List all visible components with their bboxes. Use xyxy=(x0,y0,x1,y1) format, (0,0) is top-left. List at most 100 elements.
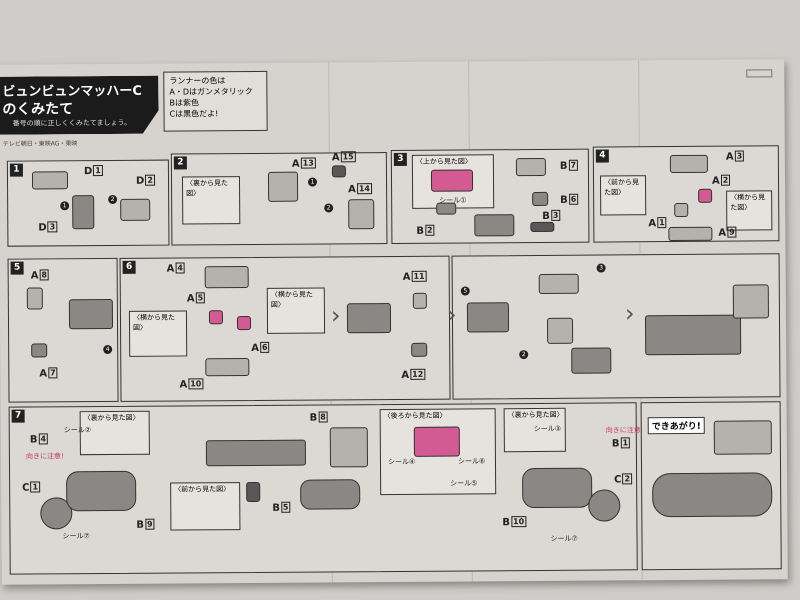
subtitle: のくみたて xyxy=(2,101,74,118)
order-2: 2 xyxy=(324,203,334,213)
order-2: 2 xyxy=(108,194,118,204)
seal-3: シール③ xyxy=(533,424,562,434)
part-a1 xyxy=(674,202,689,218)
seal-4: シール④ xyxy=(387,457,416,467)
arrow-chevron: › xyxy=(330,301,341,330)
part-d3 xyxy=(72,195,95,230)
arrow-chevron: › xyxy=(624,299,635,328)
note-line: ランナーの色は xyxy=(169,76,226,86)
part-fender-right xyxy=(522,467,593,509)
step-number: 5 xyxy=(10,261,24,275)
part-a4 xyxy=(204,266,249,289)
step-6b-panel: › 5 3 2 › xyxy=(447,253,781,400)
part-a7 xyxy=(31,343,48,358)
seal-2: シール② xyxy=(63,426,92,435)
part-b5 xyxy=(246,481,261,503)
order-2: 2 xyxy=(519,350,529,360)
view-front: 〈前から見た図〉 xyxy=(599,175,647,216)
part-a2 xyxy=(698,188,713,203)
runner-color-note: ランナーの色は A・Dはガンメタリック Bは紫色 Cは黒色だよ! xyxy=(163,70,268,132)
part-a12 xyxy=(411,342,428,357)
part-d1 xyxy=(31,171,69,190)
credit: テレビ朝日・東映AG・東映 xyxy=(2,140,78,148)
part-b8 xyxy=(329,427,369,468)
part-a9 xyxy=(668,226,713,242)
step-number: 2 xyxy=(173,156,187,170)
note-line: Bは紫色 xyxy=(169,98,199,108)
ref-4: 4 xyxy=(103,344,113,355)
order-1: 1 xyxy=(60,201,70,211)
part-rear xyxy=(413,426,460,457)
view-side: 〈横から見た図〉 xyxy=(726,190,773,231)
step-number: 6 xyxy=(122,260,136,274)
completed-panel: できあがり! xyxy=(640,401,782,571)
caution-left: 向きに注意! xyxy=(25,452,64,461)
view-left: 〈横から見た図〉 xyxy=(128,310,188,357)
step-number: 7 xyxy=(11,409,25,423)
arrow-chevron: › xyxy=(446,300,457,329)
completed-label: できあがり! xyxy=(647,416,705,435)
part-engine-right xyxy=(571,347,612,374)
step-number: 1 xyxy=(9,163,23,177)
part-a14 xyxy=(348,199,375,230)
part-b2 xyxy=(436,202,457,215)
order-5: 5 xyxy=(460,286,470,296)
note-line: A・Dはガンメタリック xyxy=(169,86,253,97)
part-engine-left xyxy=(466,302,510,333)
part-top xyxy=(538,273,579,294)
part-a3 xyxy=(669,154,708,174)
part-c2-wheel xyxy=(588,489,621,522)
title: ビュンビュンマッハーC xyxy=(2,83,142,100)
instruction-sheet: ビュンビュンマッハーC のくみたて 番号の順に正しくくみたてましょう。 ランナー… xyxy=(0,59,788,585)
part-a11 xyxy=(412,292,427,309)
seal-7: シール⑦ xyxy=(62,532,90,541)
view-top: 〈上から見た図〉 シール① xyxy=(411,154,495,209)
part-assembly xyxy=(474,214,515,237)
part-complete-head xyxy=(732,284,769,319)
caution-right: 向きに注意! xyxy=(605,426,644,435)
step-number: 3 xyxy=(393,152,407,166)
part-a8 xyxy=(26,287,43,310)
view-back: 〈裏から見た図〉 xyxy=(181,176,241,225)
part-a13 xyxy=(267,171,299,202)
part-engine xyxy=(346,303,392,334)
part-a5 xyxy=(208,310,224,325)
part-complete-top xyxy=(713,420,772,455)
part-d2 xyxy=(120,198,151,221)
part-b3 xyxy=(530,221,555,233)
part-a15 xyxy=(331,165,346,178)
step-number: 4 xyxy=(595,149,609,163)
part-a6 xyxy=(236,315,252,331)
order-3: 3 xyxy=(596,263,606,273)
part-a10 xyxy=(205,358,250,377)
view-front: 〈前から見た図〉 xyxy=(170,482,241,531)
seal-7-right: シール⑦ xyxy=(550,534,578,543)
